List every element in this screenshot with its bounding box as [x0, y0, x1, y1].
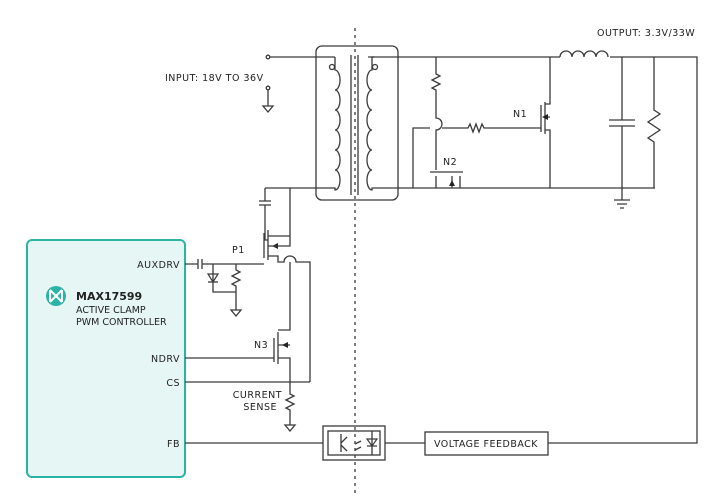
voltage-feedback-label: VOLTAGE FEEDBACK — [434, 439, 538, 450]
current-sense-label-1: CURRENT — [233, 390, 282, 401]
voltage-feedback-block — [424, 431, 549, 456]
n2-label: N2 — [443, 157, 457, 168]
pin-cs: CS — [166, 378, 180, 389]
pin-fb: FB — [167, 439, 180, 450]
pin-auxdrv: AUXDRV — [137, 260, 180, 271]
maxim-logo-icon — [46, 286, 66, 306]
n1-label: N1 — [513, 109, 527, 120]
output-label: OUTPUT: 3.3V/33W — [597, 28, 695, 39]
current-sense-label-2: SENSE — [243, 402, 277, 413]
p1-label: P1 — [232, 245, 245, 256]
n3-label: N3 — [254, 340, 268, 351]
pin-ndrv: NDRV — [151, 354, 180, 365]
current-sense-resistor — [283, 390, 297, 433]
input-label: INPUT: 18V TO 36V — [165, 73, 264, 84]
ground-icon — [261, 90, 275, 114]
chip-desc-1: ACTIVE CLAMP — [76, 305, 146, 316]
load-resistor — [646, 57, 662, 188]
output-capacitor — [609, 57, 635, 209]
chip-part-number: MAX17599 — [76, 290, 142, 303]
chip-desc-2: PWM CONTROLLER — [76, 317, 167, 328]
output-inductor — [559, 50, 609, 58]
transformer — [315, 45, 399, 201]
optocoupler — [322, 425, 386, 461]
